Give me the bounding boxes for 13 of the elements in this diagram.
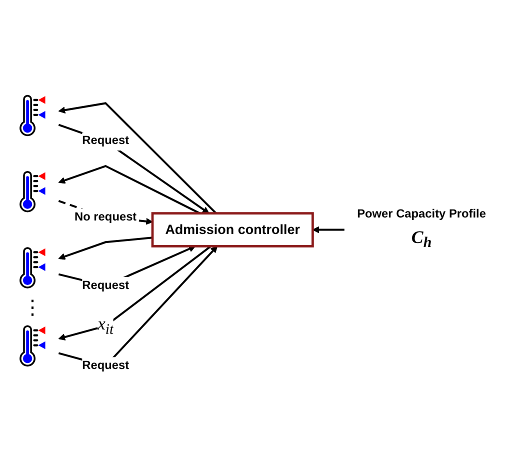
edge-label: x$_{it}$	[97, 314, 114, 338]
arrow	[312, 226, 344, 234]
arrow	[58, 164, 200, 214]
edge-label: Request	[82, 134, 130, 148]
edge-label: No request	[74, 210, 137, 224]
node-box: Admission controller	[151, 212, 314, 248]
arrow	[58, 124, 210, 214]
arrow	[58, 102, 217, 214]
edge-label: Request	[82, 278, 130, 292]
vertical-ellipsis: ⋮	[22, 296, 42, 317]
node-text: Power Capacity Profile C$_{h}$	[357, 207, 486, 251]
arrow	[58, 236, 153, 260]
edge-label: Request	[82, 358, 130, 372]
